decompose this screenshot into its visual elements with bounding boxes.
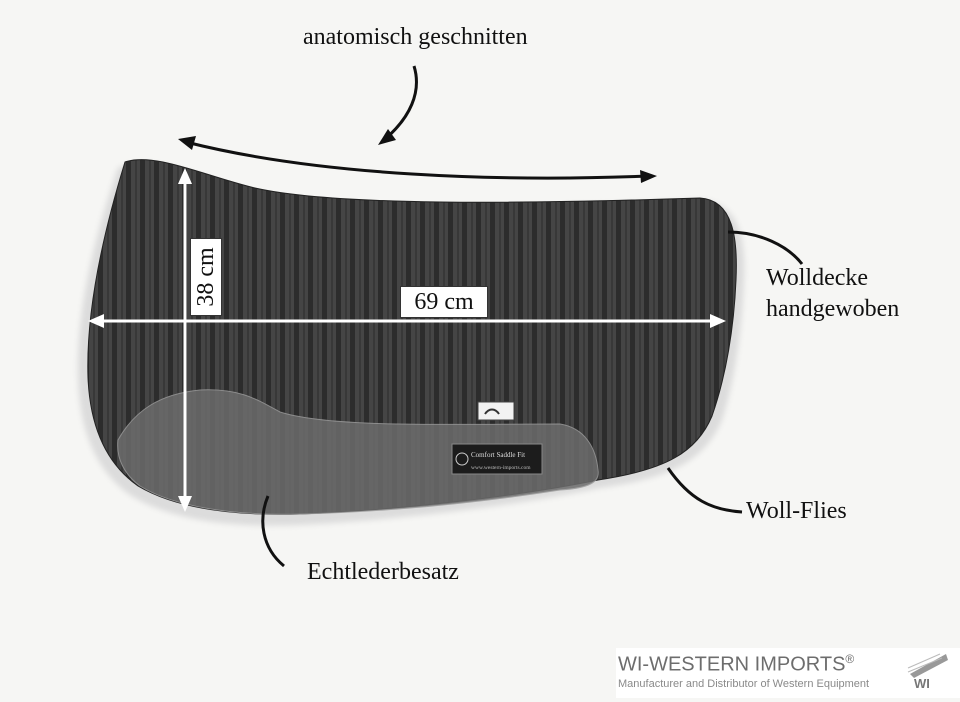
height-arrowhead-top xyxy=(178,168,192,184)
tag-line2: www.western-imports.com xyxy=(471,465,531,471)
wool-blanket-label-line1: Wolldecke xyxy=(766,265,869,291)
anatomical-label: anatomisch geschnitten xyxy=(303,24,528,50)
wool-blanket-label-line2: handgewoben xyxy=(766,296,900,322)
brand-logo-text: WI xyxy=(914,676,930,691)
brand-name: WI-WESTERN IMPORTS® xyxy=(618,652,854,677)
wool-fleece-label: Woll-Flies xyxy=(746,498,847,524)
tag-emblem-icon xyxy=(455,452,469,466)
wool-fleece-pointer xyxy=(666,467,743,514)
width-arrowhead-left xyxy=(88,314,104,328)
footer-branding: WI-WESTERN IMPORTS® Manufacturer and Dis… xyxy=(616,648,960,698)
anatomical-arrowhead-left xyxy=(178,136,196,150)
top-pointer-arrowhead xyxy=(378,129,396,145)
brand-tagline: Manufacturer and Distributor of Western … xyxy=(618,678,870,690)
leather-trim xyxy=(117,389,599,515)
top-label-pointer xyxy=(383,65,418,142)
width-dimension-label: 69 cm xyxy=(400,286,488,318)
tag-line1: Comfort Saddle Fit xyxy=(471,451,525,459)
width-arrowhead-right xyxy=(710,314,726,328)
height-dimension-label: 38 cm xyxy=(190,238,222,316)
registered-mark: ® xyxy=(845,652,855,666)
anatomical-arrow xyxy=(185,140,651,180)
brand-tag xyxy=(451,443,543,475)
wool-blanket-pointer xyxy=(727,230,804,265)
leather-trim-label: Echtlederbesatz xyxy=(307,559,459,585)
tag-logo-icon xyxy=(484,408,500,415)
leather-trim-pointer xyxy=(261,495,285,568)
anatomical-arrowhead-right xyxy=(640,170,657,183)
brand-name-text: WI-WESTERN IMPORTS xyxy=(618,653,846,676)
brand-logo-icon xyxy=(907,653,948,678)
height-arrowhead-bottom xyxy=(178,496,192,512)
